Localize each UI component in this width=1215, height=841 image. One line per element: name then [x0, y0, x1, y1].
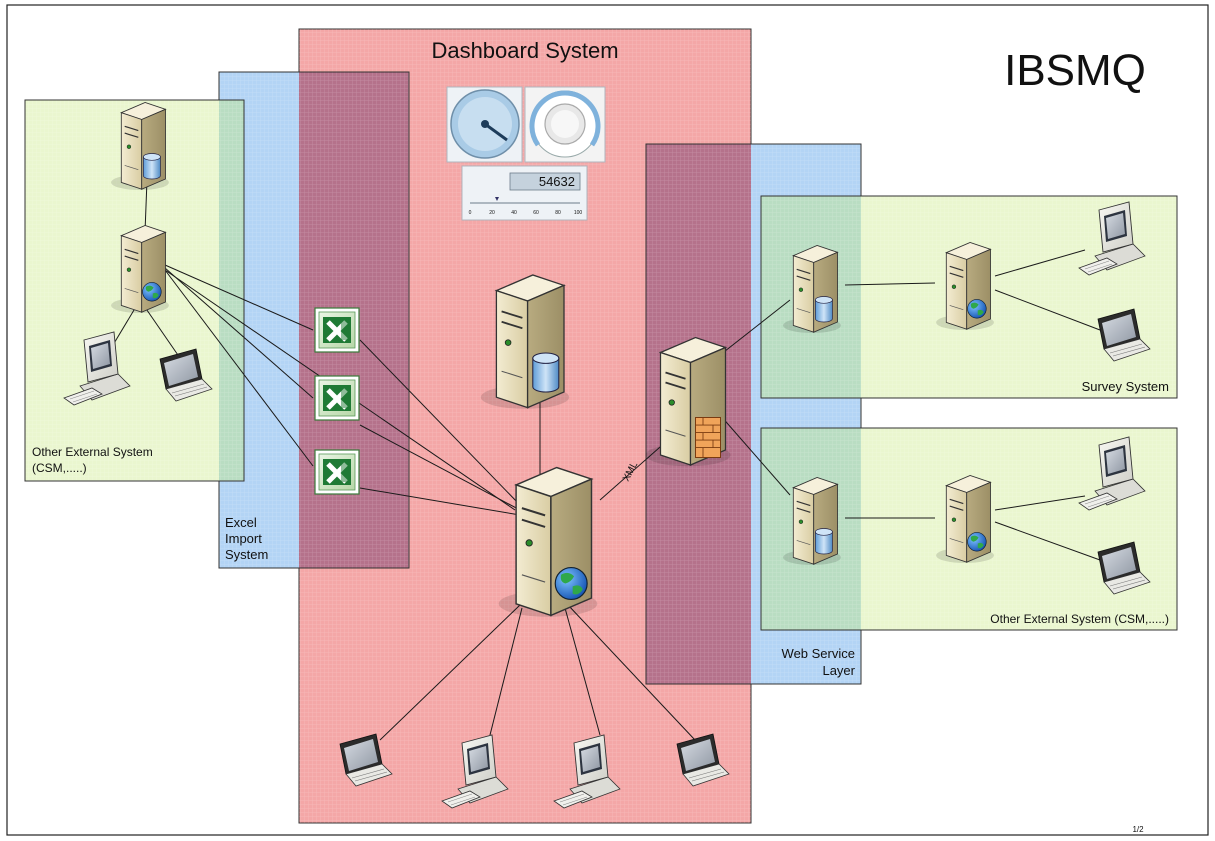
excel-import-zone: [218, 71, 410, 569]
gauge-scale-tick: 20: [489, 210, 495, 216]
excel-file-icon: [315, 376, 359, 420]
gauge-scale-tick: 100: [574, 210, 583, 216]
excel-file-icon: [315, 450, 359, 494]
lcd-value: 54632: [539, 174, 575, 189]
dashboard-gauges: 54632 0 20 40 60 80 100: [446, 86, 606, 221]
gauge-scale-tick: 40: [511, 210, 517, 216]
dial-gauge-icon: [524, 86, 606, 163]
left-system-label-line-1: Other External System: [32, 445, 153, 459]
connection-lines: [109, 179, 1101, 741]
excel-label-line-2: Import: [225, 531, 262, 546]
web-service-label-line-1: Web Service: [782, 646, 855, 661]
web-service-firewall-server-icon: [644, 336, 732, 468]
gauge-scale-tick: 0: [469, 210, 472, 216]
survey-system-label: Survey System: [1082, 379, 1169, 394]
page-number: 1/2: [1132, 825, 1144, 834]
lcd-meter-icon: 54632 0 20 40 60 80 100: [461, 165, 588, 221]
right-external-system-label: Other External System (CSM,.....): [990, 612, 1169, 626]
excel-label-line-3: System: [225, 547, 268, 562]
speedometer-gauge-icon: [446, 86, 523, 163]
dashboard-system-label: Dashboard System: [431, 38, 618, 63]
gauge-scale-tick: 60: [533, 210, 539, 216]
excel-label-line-1: Excel: [225, 515, 257, 530]
firewall-icon: [695, 417, 721, 458]
web-service-label-line-2: Layer: [822, 663, 855, 678]
gauge-scale-tick: 80: [555, 210, 561, 216]
left-system-label-line-2: (CSM,.....): [32, 461, 87, 475]
excel-file-icon: [315, 308, 359, 352]
diagram-title: IBSMQ: [1004, 46, 1146, 95]
